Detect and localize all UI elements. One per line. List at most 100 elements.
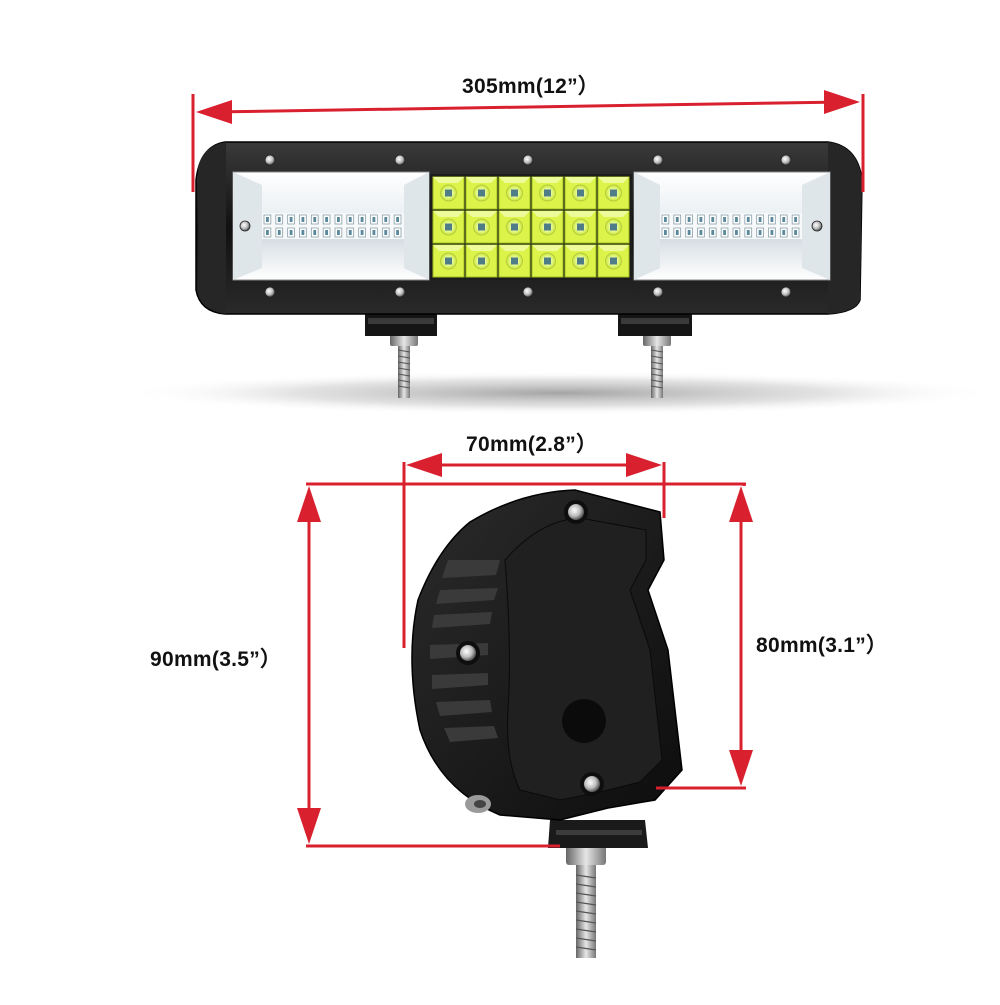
led-cup-facet — [433, 211, 464, 217]
led-cup-facet — [598, 177, 629, 183]
led-cell — [531, 244, 564, 278]
smd-led-bottom-chip — [289, 230, 293, 235]
led-chip — [445, 257, 452, 265]
led-chip — [511, 223, 518, 231]
housing-screw — [394, 154, 406, 166]
led-cell — [498, 176, 531, 210]
smd-led-top-chip — [711, 217, 715, 222]
led-chip — [445, 223, 452, 231]
smd-led-bottom-chip — [337, 230, 340, 235]
smd-led-strip-right — [661, 214, 800, 238]
housing-screw — [264, 286, 276, 298]
smd-led-top-chip — [675, 217, 679, 222]
side-mounting-bolt — [566, 840, 606, 958]
smd-led-top-chip — [348, 217, 352, 222]
bar-shadow — [120, 371, 1000, 415]
led-chip — [478, 189, 485, 197]
smd-led-top-chip — [301, 217, 305, 222]
led-cup-facet — [532, 177, 563, 183]
length-label: 305mm(12”） — [462, 75, 600, 98]
housing-screws — [239, 154, 823, 298]
dimension-height-total — [297, 482, 746, 848]
smd-led-bottom-chip — [770, 230, 774, 235]
led-cup-facet — [466, 177, 497, 183]
smd-led-bottom-chip — [325, 230, 328, 235]
led-cell — [597, 176, 630, 210]
led-chip — [577, 189, 584, 197]
reflector-left — [232, 171, 430, 281]
smd-led-top-chip — [277, 217, 281, 222]
led-chip — [511, 257, 518, 265]
smd-led-bottom-chip — [396, 230, 399, 235]
width-label: 70mm(2.8”） — [466, 433, 598, 456]
led-cup-facet — [466, 245, 497, 251]
led-cell — [498, 244, 531, 278]
led-cell — [564, 176, 597, 210]
led-cup-facet — [598, 211, 629, 217]
smd-led-top-chip — [758, 217, 762, 222]
led-cup-facet — [565, 211, 596, 217]
led-cell — [465, 210, 498, 244]
smd-led-bottom-chip — [277, 230, 281, 235]
led-cell — [465, 176, 498, 210]
led-cup-facet — [466, 211, 497, 217]
housing-screw — [394, 286, 406, 298]
smd-led-bottom-chip — [266, 230, 269, 235]
center-led-panel — [430, 174, 632, 280]
led-grid — [432, 176, 630, 278]
led-chip — [577, 223, 584, 231]
end-cap-left — [198, 142, 226, 314]
smd-led-top-chip — [266, 217, 269, 222]
led-chip — [445, 189, 452, 197]
housing-screw — [652, 286, 664, 298]
end-cap-right — [828, 142, 862, 314]
side-plate — [504, 517, 663, 801]
smd-led-bottom-chip — [746, 230, 750, 235]
led-cup-facet — [499, 211, 530, 217]
led-chip — [610, 189, 617, 197]
led-cell — [432, 244, 465, 278]
housing-screw — [522, 154, 534, 166]
smd-led-top-chip — [782, 217, 786, 222]
housing-screw — [522, 286, 534, 298]
smd-led-bottom-chip — [758, 230, 762, 235]
led-chip — [511, 189, 518, 197]
led-chip — [544, 257, 551, 265]
smd-led-bottom-chip — [372, 230, 376, 235]
led-cell — [597, 244, 630, 278]
reflector-right — [633, 171, 831, 281]
smd-led-bottom-chip — [675, 230, 679, 235]
led-chip — [610, 223, 617, 231]
led-cup-facet — [433, 177, 464, 183]
smd-led-top-chip — [313, 217, 317, 222]
side-hole — [562, 699, 606, 743]
housing-screw — [780, 154, 792, 166]
led-cell — [498, 210, 531, 244]
housing-screw — [264, 154, 276, 166]
smd-led-top-chip — [372, 217, 376, 222]
dimension-length — [191, 90, 865, 192]
smd-led-bottom-chip — [384, 230, 388, 235]
dimension-lines — [191, 90, 865, 848]
led-cup-facet — [499, 177, 530, 183]
led-cup-facet — [532, 245, 563, 251]
led-cell — [432, 210, 465, 244]
smd-led-bottom-chip — [348, 230, 352, 235]
smd-led-bottom-chip — [735, 230, 738, 235]
housing-screw — [780, 286, 792, 298]
mounting-bolt-right — [643, 332, 671, 398]
smd-led-bottom-chip — [782, 230, 786, 235]
led-cell — [564, 244, 597, 278]
smd-led-top-chip — [384, 217, 388, 222]
smd-led-bottom-chip — [664, 230, 667, 235]
smd-led-bottom-chip — [711, 230, 715, 235]
smd-led-top-chip — [770, 217, 774, 222]
led-cell — [432, 176, 465, 210]
smd-led-bottom-chip — [687, 230, 691, 235]
smd-led-top-chip — [746, 217, 750, 222]
led-chip — [478, 223, 485, 231]
housing-screw — [652, 154, 664, 166]
smd-led-bottom-chip — [313, 230, 317, 235]
smd-led-bottom-chip — [723, 230, 726, 235]
